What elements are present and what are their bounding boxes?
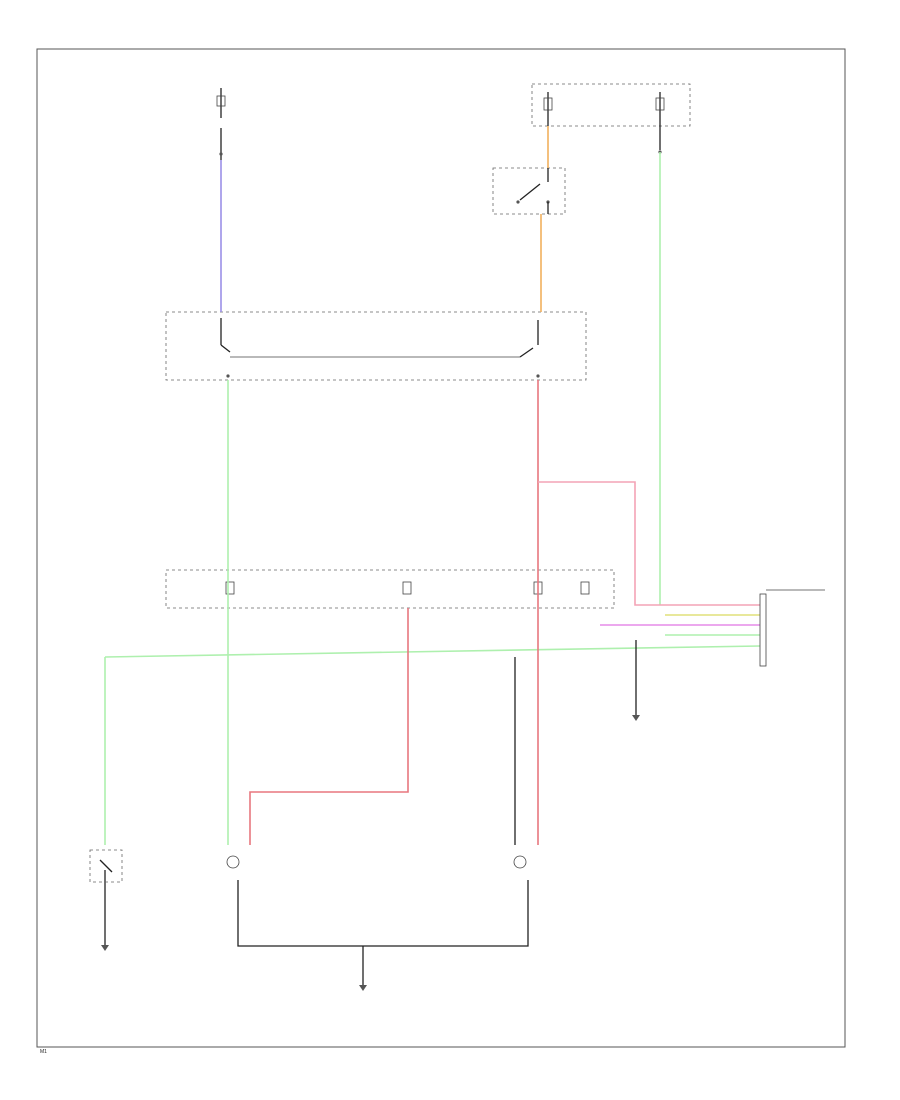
fuse-block-top-left <box>216 88 226 160</box>
wire-red-center <box>249 608 409 845</box>
junction-box-lower <box>165 569 615 609</box>
footer-code: M1 <box>40 1049 47 1055</box>
wire-pink <box>538 481 760 606</box>
switch-upper <box>492 167 566 215</box>
component-far-left <box>89 849 123 883</box>
fuse-box-top-right <box>531 83 691 154</box>
relay-module-box <box>165 311 587 381</box>
wire-green-horizontal <box>104 645 761 658</box>
connector-right <box>759 589 825 667</box>
lamp-left <box>226 855 240 869</box>
ground-symbols <box>101 715 640 991</box>
diagram-frame <box>36 48 846 1048</box>
wires <box>104 126 761 985</box>
lamp-right <box>513 855 527 869</box>
